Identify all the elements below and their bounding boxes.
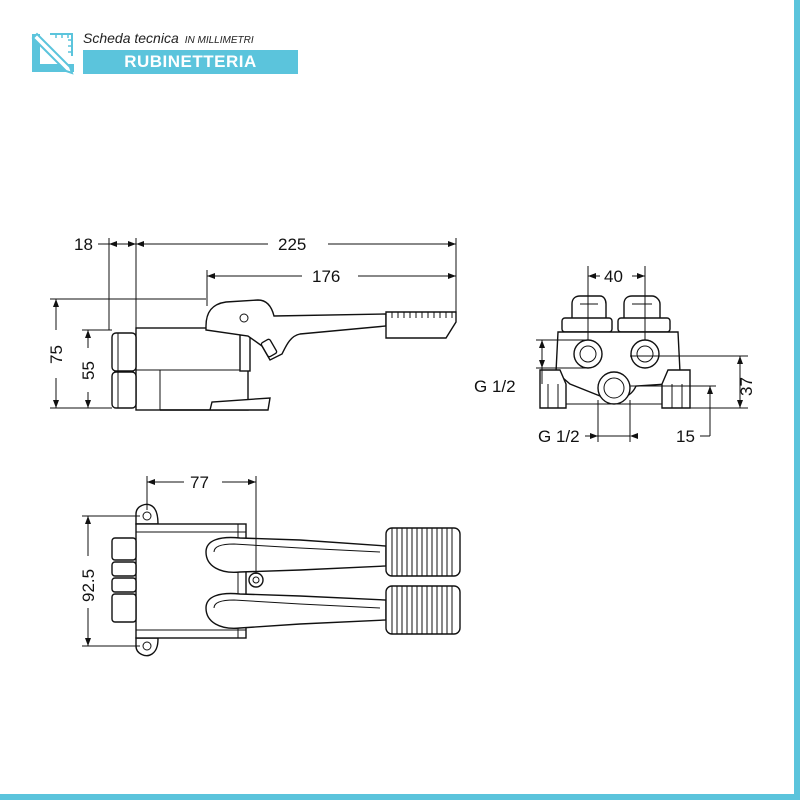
dim-pedal-length: 176 xyxy=(312,267,340,286)
dim-width: 92.5 xyxy=(79,569,98,602)
front-dimension-lines xyxy=(536,266,748,442)
top-mount-ear-bottom xyxy=(135,637,159,657)
side-dimension-lines xyxy=(50,238,457,409)
front-right-foot xyxy=(661,369,691,409)
top-mount-ear-top xyxy=(135,503,159,525)
front-outlet xyxy=(597,371,631,405)
sheet-title-line: Scheda tecnica IN MILLIMETRI xyxy=(83,30,254,48)
top-view: 77 92.5 xyxy=(79,473,461,657)
label-outlet-thread: G 1/2 xyxy=(538,427,580,446)
front-inlet-left xyxy=(573,339,603,369)
header: Scheda tecnica IN MILLIMETRI RUBINETTERIA xyxy=(28,28,308,78)
side-valve-body xyxy=(135,327,249,411)
ruler-pencil-icon xyxy=(31,32,74,75)
top-connector-1 xyxy=(111,537,137,561)
side-view: 18 225 176 75 55 xyxy=(47,235,457,411)
front-inlet-right xyxy=(630,339,660,369)
dim-pedal-offset: 77 xyxy=(190,473,209,492)
side-lower-connector xyxy=(111,371,137,409)
top-dimension-lines xyxy=(82,476,257,647)
top-connector-2 xyxy=(111,593,137,623)
top-center-screw xyxy=(248,572,264,588)
dim-total-length: 225 xyxy=(278,235,306,254)
front-left-foot xyxy=(539,369,567,409)
top-pedal-lever-lower xyxy=(205,592,387,629)
dim-body-height: 55 xyxy=(79,361,98,380)
dim-width-back: 18 xyxy=(74,235,93,254)
side-base-plate xyxy=(160,397,271,411)
front-view: 40 G 1/2 G 1/2 37 15 xyxy=(474,266,756,446)
dim-inlets-spacing: 40 xyxy=(604,267,623,286)
dim-outlet-height: 37 xyxy=(737,377,756,396)
sheet-subtitle: IN MILLIMETRI xyxy=(184,35,254,46)
sheet-title: Scheda tecnica xyxy=(83,30,179,46)
label-inlet-thread: G 1/2 xyxy=(474,377,516,396)
dim-total-height: 75 xyxy=(47,345,66,364)
side-pedal-pad xyxy=(385,311,457,339)
side-upper-connector xyxy=(111,332,137,372)
category-banner: RUBINETTERIA xyxy=(83,50,298,74)
top-pedal-lever-upper xyxy=(205,536,387,573)
dim-base-offset: 15 xyxy=(676,427,695,446)
side-pedal-lever xyxy=(205,299,387,361)
